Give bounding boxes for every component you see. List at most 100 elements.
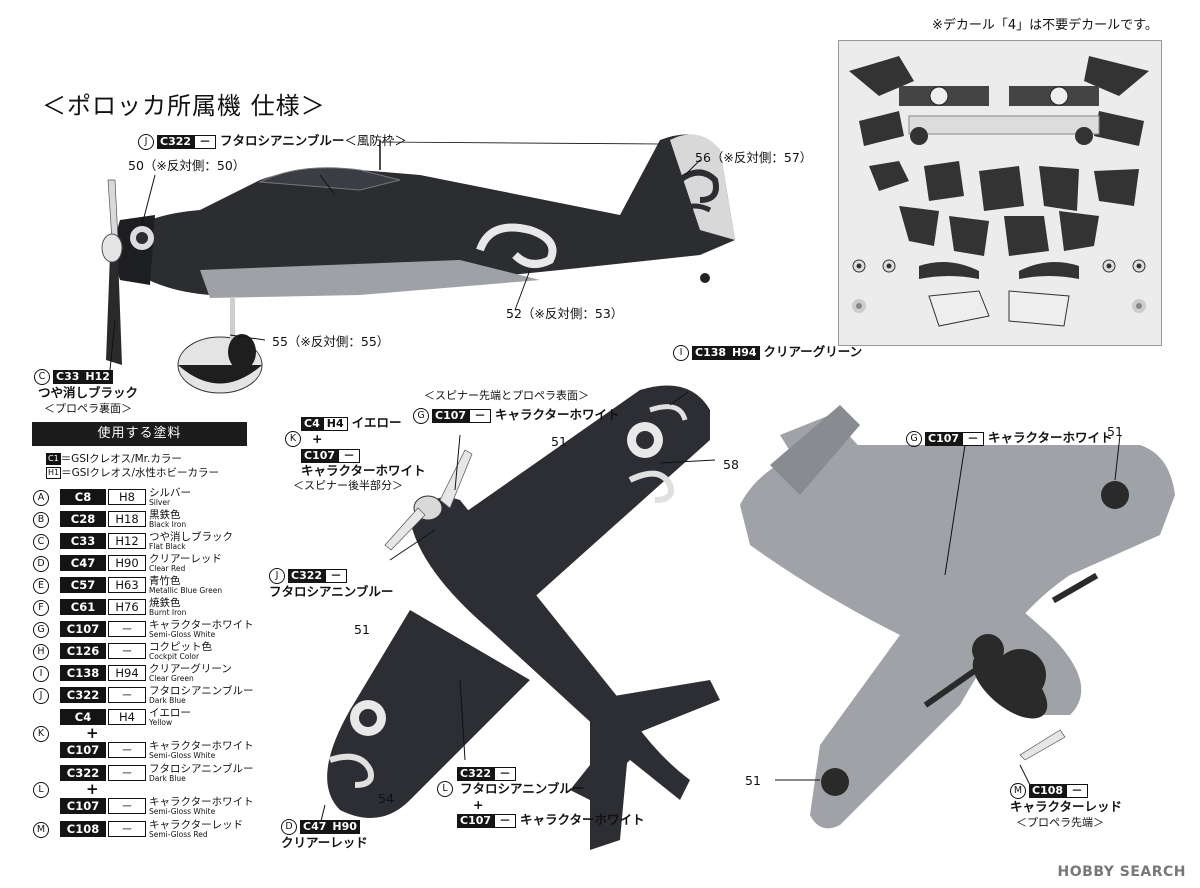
mr-color-code: C47	[60, 555, 106, 571]
paint-name: フタロシアニンブルー	[459, 780, 585, 796]
paint-key-circle: G	[413, 407, 429, 424]
mix-plus: +	[312, 430, 323, 446]
paint-name: キャラクターホワイト	[495, 407, 620, 422]
mr-color-code: C322	[60, 765, 106, 781]
paint-name-jp: コクピット色	[149, 641, 212, 653]
mr-color-code: C107	[60, 742, 106, 758]
paint-name-jp: キャラクターホワイト	[149, 740, 254, 752]
legend-hobby-key: H1	[46, 467, 62, 479]
decal-50-label: 50（※反対側：50）	[128, 158, 246, 173]
paint-name-en: Burnt Iron	[149, 608, 187, 617]
paint-note: ＜スピナー後半部分＞	[293, 478, 403, 492]
bottom-view-aircraft	[740, 405, 1175, 829]
mr-color-code: C8	[60, 489, 106, 505]
paint-key-circle: D	[33, 556, 49, 572]
paint-key-circle: F	[33, 600, 49, 616]
hobby-color-code: －	[108, 687, 146, 703]
paint-key-circle: C	[34, 368, 50, 385]
paint-table-header: 使用する塗料	[32, 422, 247, 446]
paint-name-en: Silver	[149, 498, 171, 507]
paint-table: 使用する塗料 C1＝GSIクレオス/Mr.カラー H1＝GSIクレオス/水性ホビ…	[32, 422, 254, 840]
hobby-color-code: －	[108, 798, 146, 814]
hobby-color-code: H4	[108, 709, 146, 725]
paint-name-jp: クリアーグリーン	[149, 663, 232, 675]
hobby-color-code: H90	[329, 819, 360, 834]
paint-name: フタロシアニンブルー	[220, 133, 345, 148]
decal-56-label: 56（※反対側：57）	[695, 150, 813, 165]
hobby-color-code: H63	[108, 577, 146, 593]
decal-sheet	[838, 40, 1162, 346]
paint-name-jp: クリアーレッド	[149, 553, 222, 565]
paint-key-circle: J	[138, 133, 154, 150]
paint-name-jp: キャラクターレッド	[149, 819, 244, 831]
paint-name-en: Black Iron	[149, 520, 187, 529]
mr-color-code: C108	[60, 821, 106, 837]
paint-name: キャラクターホワイト	[988, 430, 1113, 445]
paint-key-circle: G	[906, 430, 922, 447]
mr-color-code: C107	[60, 621, 106, 637]
mix-plus: +	[86, 780, 99, 798]
paint-key-circle: D	[281, 818, 297, 835]
paint-name: つや消しブラック	[38, 384, 139, 400]
paint-key-circle: L	[33, 782, 49, 798]
paint-legend: C1＝GSIクレオス/Mr.カラー H1＝GSIクレオス/水性ホビーカラー	[46, 452, 247, 480]
mr-color-code: C61	[60, 599, 106, 615]
mr-color-code: C4	[60, 709, 106, 725]
legend-hobby-color: H1＝GSIクレオス/水性ホビーカラー	[46, 466, 247, 480]
paint-name-jp: 黒鉄色	[149, 509, 181, 521]
paint-name: イエロー	[351, 415, 402, 430]
paint-name-jp: 焼鉄色	[149, 597, 181, 609]
mr-color-code: C322	[288, 568, 326, 583]
paint-note: ＜プロペラ裏面＞	[44, 401, 132, 415]
mr-color-code: C108	[1029, 783, 1067, 798]
decal-52-label: 52（※反対側：53）	[506, 306, 624, 321]
paint-name-jp: シルバー	[149, 487, 191, 499]
paint-name: クリアーレッド	[281, 834, 368, 850]
paint-key-circle: J	[269, 567, 285, 584]
paint-key-circle: E	[33, 578, 49, 594]
paint-name-jp: つや消しブラック	[149, 531, 233, 543]
hobby-color-code: －	[338, 448, 361, 463]
paint-key-circle: B	[33, 512, 49, 528]
paint-key-circle: K	[33, 726, 49, 742]
paint-key-circle: H	[33, 644, 49, 660]
page-title: ＜ポロッカ所属機 仕様＞	[42, 92, 326, 120]
paint-key-circle: C	[33, 534, 49, 550]
mr-color-code: C107	[60, 798, 106, 814]
paint-name-en: Yellow	[149, 718, 173, 727]
mr-color-code: C57	[60, 577, 106, 593]
hobby-color-code: H8	[108, 489, 146, 505]
hobby-color-code: H18	[108, 511, 146, 527]
paint-key-circle: A	[33, 490, 49, 506]
mr-color-code: C107	[457, 813, 495, 828]
paint-name-en: Cockpit Color	[149, 652, 200, 661]
mr-color-code: C4	[301, 416, 323, 431]
hobby-color-code: H76	[108, 599, 146, 615]
mr-color-code: C138	[692, 345, 730, 360]
hobby-color-code: －	[194, 134, 217, 149]
decal-54-label: 54	[378, 791, 394, 806]
paint-name-jp: フタロシアニンブルー	[149, 685, 254, 697]
paint-key-circle: I	[33, 666, 49, 682]
decal-51-bottom-a: 51	[1107, 424, 1123, 439]
mr-color-code: C138	[60, 665, 106, 681]
paint-key-circle: M	[33, 822, 49, 838]
decal-note: ※デカール「4」は不要デカールです。	[932, 18, 1158, 33]
